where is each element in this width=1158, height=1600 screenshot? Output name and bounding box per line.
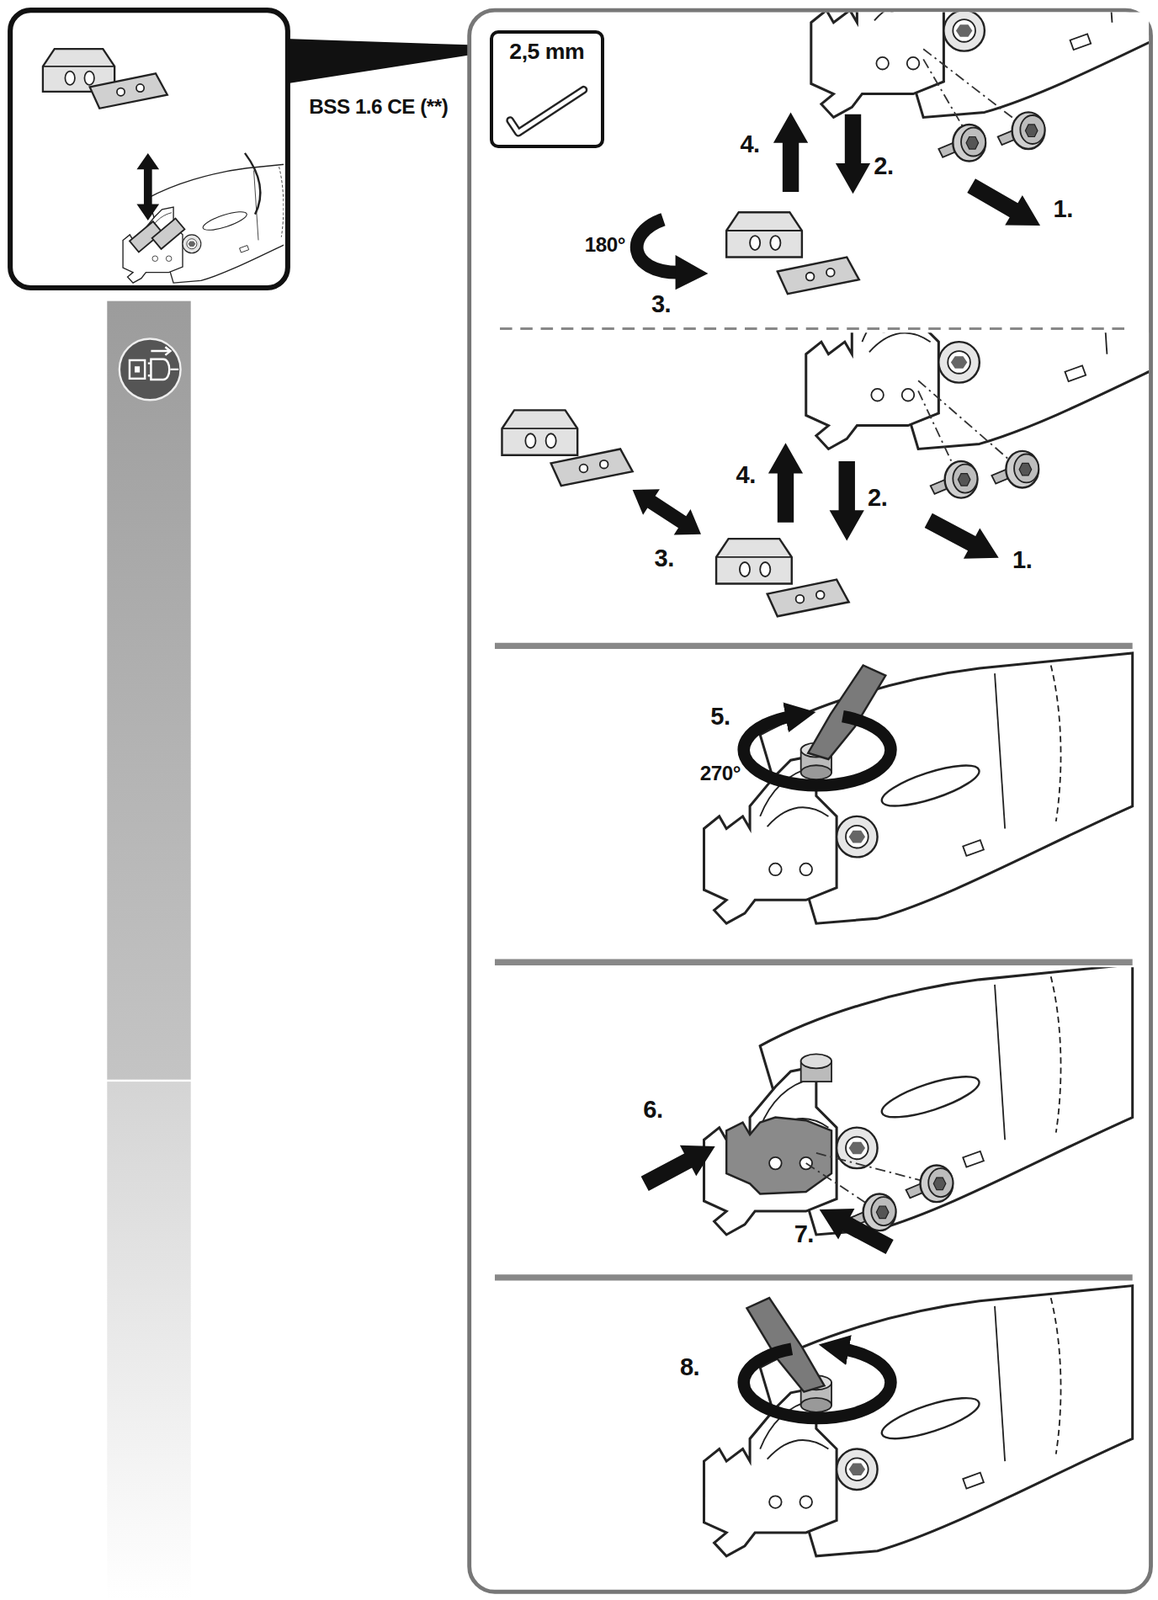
callout-number: 3. (651, 292, 671, 318)
callout-number: 5. (710, 705, 730, 730)
drawing-part (991, 451, 1039, 489)
callout-number: 2. (867, 485, 888, 510)
drawing-part (637, 219, 680, 273)
drawing-part (768, 442, 803, 523)
drawing-part (704, 966, 1133, 1235)
drawing-part (494, 1274, 1133, 1281)
drawing-part (106, 1081, 191, 1600)
drawing-part (501, 409, 578, 455)
drawing-part (10, 10, 288, 288)
drawing-part (119, 339, 181, 401)
drawing-part (244, 153, 261, 215)
drawing-part (90, 73, 168, 108)
detail-inset (10, 10, 470, 288)
callout-number: 4. (739, 132, 760, 158)
callout-number: 2. (873, 154, 893, 179)
drawing-part (998, 111, 1046, 149)
step-open-lever (704, 653, 1133, 924)
drawing-part (769, 1157, 782, 1170)
drawing-part (938, 124, 986, 162)
callout-number: 8. (679, 1354, 700, 1380)
instruction-panel (469, 10, 1152, 1592)
drawing-part (704, 653, 1133, 924)
drawing-part (811, 12, 1149, 118)
model-name: BSS 1.6 CE (**) (308, 96, 448, 117)
drawing-part (148, 363, 179, 377)
drawing-part (930, 461, 978, 499)
drawing-part (962, 170, 1050, 241)
drawing-part (704, 966, 1133, 1235)
drawing-part (806, 332, 1149, 449)
drawing-part (811, 1194, 898, 1263)
drawing-part (773, 111, 808, 192)
drawing-part (637, 1131, 724, 1200)
drawing-part (716, 538, 792, 584)
side-band (106, 301, 191, 1600)
drawing-part (743, 1349, 892, 1419)
drawing-part (675, 254, 709, 290)
callout-number: 180° (584, 234, 626, 255)
drawing-part (136, 153, 160, 221)
drawing-part (285, 38, 469, 84)
drawing-part (767, 579, 850, 617)
drawing-part (806, 332, 1149, 449)
drawing-part (806, 332, 1149, 449)
drawing-part (920, 504, 1008, 574)
drawing-part (906, 1165, 954, 1203)
drawing-part (134, 366, 140, 372)
drawing-part (150, 346, 170, 356)
drawing-part (811, 12, 1149, 118)
drawing-part (835, 114, 871, 195)
drawing-part (106, 301, 191, 1080)
tool-box: 2,5 mm (489, 30, 605, 148)
drawing-part (152, 217, 186, 249)
callout-number: 3. (654, 547, 675, 572)
step-close-lever (704, 1285, 1133, 1557)
drawing-part (499, 327, 1131, 330)
drawing-part (150, 359, 170, 380)
step-replace-blades (501, 178, 1158, 617)
drawing-part (777, 257, 860, 295)
drawing-part (726, 212, 803, 257)
drawing-part (494, 959, 1133, 966)
step-mount-blades (637, 964, 1133, 1263)
drawing-part (494, 642, 1133, 649)
drawing-part (704, 966, 1133, 1235)
drawing-part (704, 1285, 1133, 1557)
callout-number: 1. (1053, 196, 1074, 222)
drawing-part (704, 1285, 1133, 1557)
drawing-part (624, 477, 710, 548)
step-rotate-blades (637, 0, 1158, 294)
callout-number: 4. (736, 462, 756, 488)
callout-number: 1. (1012, 547, 1032, 573)
drawing-part (811, 12, 1149, 118)
callout-number: 7. (794, 1221, 814, 1247)
drawing-part (469, 10, 1152, 1592)
callout-number: 6. (642, 1097, 663, 1122)
drawing-part (704, 1285, 1133, 1557)
drawing-part (509, 90, 584, 133)
drawing-part (551, 448, 633, 486)
tool-size: 2,5 mm (493, 33, 601, 64)
drawing-part (509, 90, 584, 133)
drawing-part (704, 653, 1133, 924)
drawing-part (743, 716, 892, 786)
drawing-part (726, 1117, 832, 1195)
drawing-part (122, 153, 284, 283)
callout-number: 270° (700, 763, 741, 784)
drawing-part (129, 360, 145, 379)
drawing-part (801, 1053, 832, 1068)
drawing-part (829, 461, 865, 542)
